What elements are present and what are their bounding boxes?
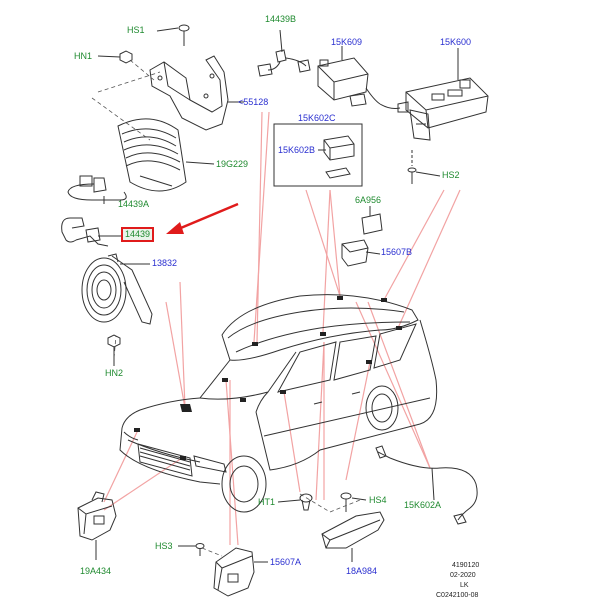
pad-6a956	[361, 206, 383, 235]
footer-line2: 02-2020	[450, 572, 476, 579]
harness-14439a	[67, 175, 127, 204]
hn2-nut	[107, 334, 121, 366]
module-15k600	[379, 48, 489, 141]
module-19a434	[77, 491, 117, 560]
label-15k602b: 15K602B	[278, 145, 316, 155]
mounting-bracket	[149, 55, 238, 131]
module-15k609	[317, 46, 381, 107]
label-6a956: 6A956	[355, 195, 382, 205]
label-hs1: HS1	[127, 25, 145, 35]
car-connector-markers	[134, 296, 402, 460]
label-ht1: HT1	[258, 497, 276, 507]
label-hn1: HN1	[74, 51, 93, 61]
cable-15k602a	[375, 445, 478, 525]
hs4-bolt	[340, 492, 367, 512]
hn1-nut	[97, 50, 133, 64]
horn-13832	[81, 253, 153, 325]
callout-arrow	[166, 202, 239, 234]
label-15k602a: 15K602A	[404, 500, 442, 510]
hs3-screw	[178, 543, 205, 556]
label-15k609: 15K609	[331, 37, 363, 47]
label-hn2: HN2	[105, 368, 124, 378]
leader-lines	[103, 111, 461, 546]
hs2-screw	[407, 150, 441, 184]
module-18a984	[321, 511, 385, 562]
ht1-clip	[277, 493, 313, 511]
label-19g229: 19G229	[216, 159, 249, 169]
footer-line4: C0242100-08	[436, 592, 479, 599]
label-15k600: 15K600	[440, 37, 472, 47]
label-15607a: 15607A	[270, 557, 302, 567]
bracket-15607a	[213, 547, 268, 597]
horn-harness	[61, 217, 122, 247]
label-hs4: HS4	[369, 495, 387, 505]
footer-line3: LK	[460, 582, 469, 589]
bracket-15607b	[341, 239, 381, 267]
label-15k602c: 15K602C	[298, 113, 336, 123]
harness-14439b	[257, 29, 311, 77]
dashed-guides	[91, 59, 361, 557]
label-14439a: 14439A	[118, 199, 150, 209]
label-55128: <55128	[238, 97, 269, 107]
label-hs3: HS3	[155, 541, 173, 551]
label-hs2: HS2	[442, 170, 460, 180]
box-15k602c	[273, 123, 363, 187]
footer-line1: 4190120	[452, 562, 480, 569]
siren-module	[117, 118, 215, 192]
hs1-bolt	[156, 24, 190, 46]
label-18a984: 18A984	[346, 566, 378, 576]
label-14439-highlighted: 14439	[121, 227, 155, 242]
label-15607b: 15607B	[381, 247, 413, 257]
car-outline	[119, 294, 438, 513]
label-19a434: 19A434	[80, 566, 112, 576]
label-13832: 13832	[152, 258, 178, 268]
label-14439b: 14439B	[265, 14, 297, 24]
